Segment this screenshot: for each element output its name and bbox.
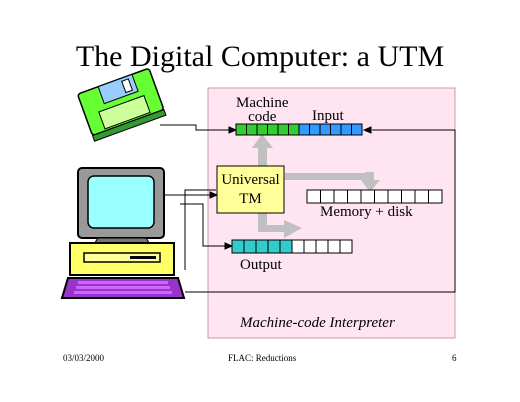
tape-cell-input xyxy=(298,123,310,136)
tape-cell-input xyxy=(319,123,331,136)
tape-cell-code xyxy=(267,123,279,136)
tape-cell-memory xyxy=(347,189,362,204)
computer-icon xyxy=(60,167,186,299)
tape-cell-input xyxy=(351,123,363,136)
tape-cell-input xyxy=(309,123,321,136)
slide-title: The Digital Computer: a UTM xyxy=(75,40,445,73)
tape-cell-output xyxy=(279,239,293,254)
tape-cell-output-empty xyxy=(303,239,317,254)
monitor-screen xyxy=(87,175,155,229)
tape-cell-memory xyxy=(360,189,375,204)
connector-lines xyxy=(160,124,456,293)
tape-cell-memory xyxy=(374,189,389,204)
tape-cell-memory xyxy=(320,189,335,204)
memory-tape xyxy=(306,189,443,204)
output-tape xyxy=(231,239,353,254)
tape-cell-memory xyxy=(414,189,429,204)
machine-code-cells xyxy=(235,123,300,136)
tape-cell-memory xyxy=(401,189,416,204)
input-cells xyxy=(298,123,363,136)
floppy-disk-icon xyxy=(77,68,167,142)
tape-cell-output-empty xyxy=(327,239,341,254)
footer-page: 6 xyxy=(452,353,457,363)
tape-cell-memory xyxy=(306,189,321,204)
tape-cell-memory xyxy=(387,189,402,204)
footer-date: 03/03/2000 xyxy=(63,353,105,363)
footer-course: FLAC: Reductions xyxy=(228,353,297,363)
tape-cell-code xyxy=(256,123,268,136)
gray-flow-arrows xyxy=(252,134,380,238)
interpreter-label: Machine-code Interpreter xyxy=(240,315,395,331)
tape-cell-code xyxy=(288,123,300,136)
tape-cell-output xyxy=(231,239,245,254)
input-label: Input xyxy=(312,108,344,124)
code-input-tape xyxy=(235,123,363,136)
tape-cell-code xyxy=(277,123,289,136)
output-label: Output xyxy=(240,257,282,273)
universal-tm-box xyxy=(216,165,285,214)
tape-cell-output-empty xyxy=(315,239,329,254)
tape-cell-output-empty xyxy=(339,239,353,254)
tape-cell-output xyxy=(243,239,257,254)
machine-code-label: Machine code xyxy=(236,95,289,125)
tape-cell-input xyxy=(330,123,342,136)
tape-cell-output xyxy=(255,239,269,254)
tape-cell-output-empty xyxy=(291,239,305,254)
tape-cell-code xyxy=(246,123,258,136)
memory-label: Memory + disk xyxy=(320,204,413,220)
tape-cell-code xyxy=(235,123,247,136)
tape-cell-output xyxy=(267,239,281,254)
tape-cell-input xyxy=(340,123,352,136)
tape-cell-memory xyxy=(333,189,348,204)
universal-tm-label: Universal TM xyxy=(221,172,280,207)
tape-cell-memory xyxy=(428,189,443,204)
